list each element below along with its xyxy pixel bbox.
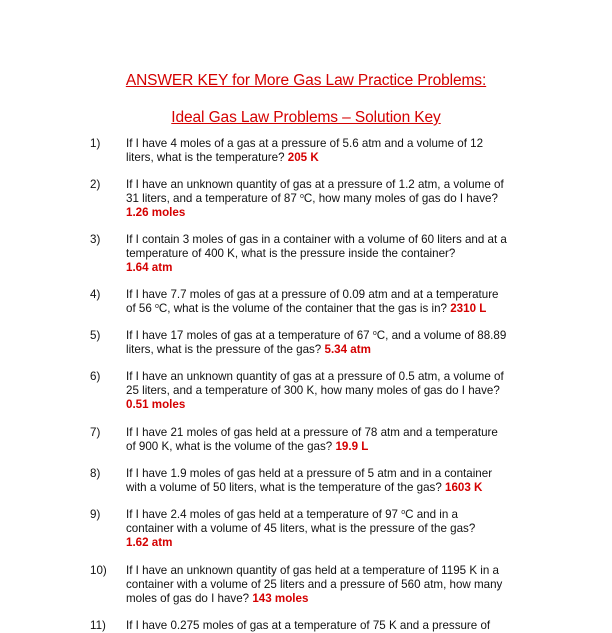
problem-line: liters, what is the pressure of the gas?… [126, 343, 371, 356]
problem-number: 8) [90, 467, 101, 480]
problem-text: If I have an unknown quantity of gas hel… [126, 564, 526, 606]
answer: 1603 K [445, 481, 483, 494]
problem-text: If I have 17 moles of gas at a temperatu… [126, 329, 526, 357]
problem-text: If I have 2.4 moles of gas held at a tem… [126, 508, 526, 550]
problem-number: 9) [90, 508, 101, 521]
problem-number: 1) [90, 137, 101, 150]
answer: 205 K [287, 151, 319, 164]
problem-number: 2) [90, 178, 101, 191]
problem-text: If I contain 3 moles of gas in a contain… [126, 233, 526, 275]
problem-line: If I have 0.275 moles of gas at a temper… [126, 619, 491, 632]
answer: 2310 L [450, 302, 487, 315]
page-subtitle: Ideal Gas Law Problems – Solution Key [171, 109, 441, 126]
problem-line: If I have 2.4 moles of gas held at a tem… [126, 508, 458, 521]
problem-line: If I have an unknown quantity of gas at … [126, 178, 504, 191]
page-title: ANSWER KEY for More Gas Law Practice Pro… [125, 72, 487, 89]
problem-line: liters, what is the temperature? 205 K [126, 151, 319, 164]
problem-number: 5) [90, 329, 101, 342]
answer: 1.62 atm [126, 536, 173, 549]
answer: 0.51 moles [126, 398, 186, 411]
degree-superscript: o [401, 509, 406, 516]
problem-line: If I have an unknown quantity of gas hel… [126, 564, 499, 577]
problem-line: If I have 17 moles of gas at a temperatu… [126, 329, 507, 342]
problem-text: If I have 21 moles of gas held at a pres… [126, 426, 526, 454]
problem-line: If I contain 3 moles of gas in a contain… [126, 233, 507, 246]
problem-number: 10) [90, 564, 107, 577]
problem-line: If I have 1.9 moles of gas held at a pre… [126, 467, 493, 480]
problem-line: with a volume of 50 liters, what is the … [126, 481, 483, 494]
degree-superscript: o [300, 193, 304, 200]
degree-superscript: o [372, 330, 377, 337]
answer: 19.9 L [335, 440, 369, 453]
problem-text: If I have 0.275 moles of gas at a temper… [126, 619, 526, 633]
problem-text: If I have 4 moles of a gas at a pressure… [126, 137, 526, 165]
problem-number: 6) [90, 370, 101, 383]
problem-text: If I have 1.9 moles of gas held at a pre… [126, 467, 526, 495]
answer: 1.64 atm [126, 261, 173, 274]
problem-line: If I have 21 moles of gas held at a pres… [126, 426, 498, 439]
problem-line: 31 liters, and a temperature of 87 oC, h… [126, 192, 498, 205]
degree-superscript: o [155, 303, 159, 310]
answer: 5.34 atm [324, 343, 371, 356]
problem-line: If I have 4 moles of a gas at a pressure… [126, 137, 484, 150]
problem-number: 7) [90, 426, 101, 439]
problem-text: If I have an unknown quantity of gas at … [126, 178, 526, 220]
answer: 1.26 moles [126, 206, 186, 219]
problem-line: temperature of 400 K, what is the pressu… [126, 247, 456, 260]
answer: 143 moles [252, 592, 309, 605]
problem-text: If I have an unknown quantity of gas at … [126, 370, 526, 412]
problem-line: container with a volume of 45 liters, wh… [126, 522, 476, 535]
problem-text: If I have 7.7 moles of gas at a pressure… [126, 288, 526, 316]
problem-number: 11) [90, 619, 106, 632]
problem-line: 25 liters, and a temperature of 300 K, h… [126, 384, 500, 397]
problem-line: moles of gas do I have? 143 moles [126, 592, 309, 605]
problem-line: of 56 oC, what is the volume of the cont… [126, 302, 487, 315]
problem-line: of 900 K, what is the volume of the gas?… [126, 440, 369, 453]
problem-line: If I have 7.7 moles of gas at a pressure… [126, 288, 499, 301]
problem-line: If I have an unknown quantity of gas at … [126, 370, 504, 383]
problem-number: 4) [90, 288, 101, 301]
problem-number: 3) [90, 233, 101, 246]
problem-line: container with a volume of 25 liters and… [126, 578, 503, 591]
